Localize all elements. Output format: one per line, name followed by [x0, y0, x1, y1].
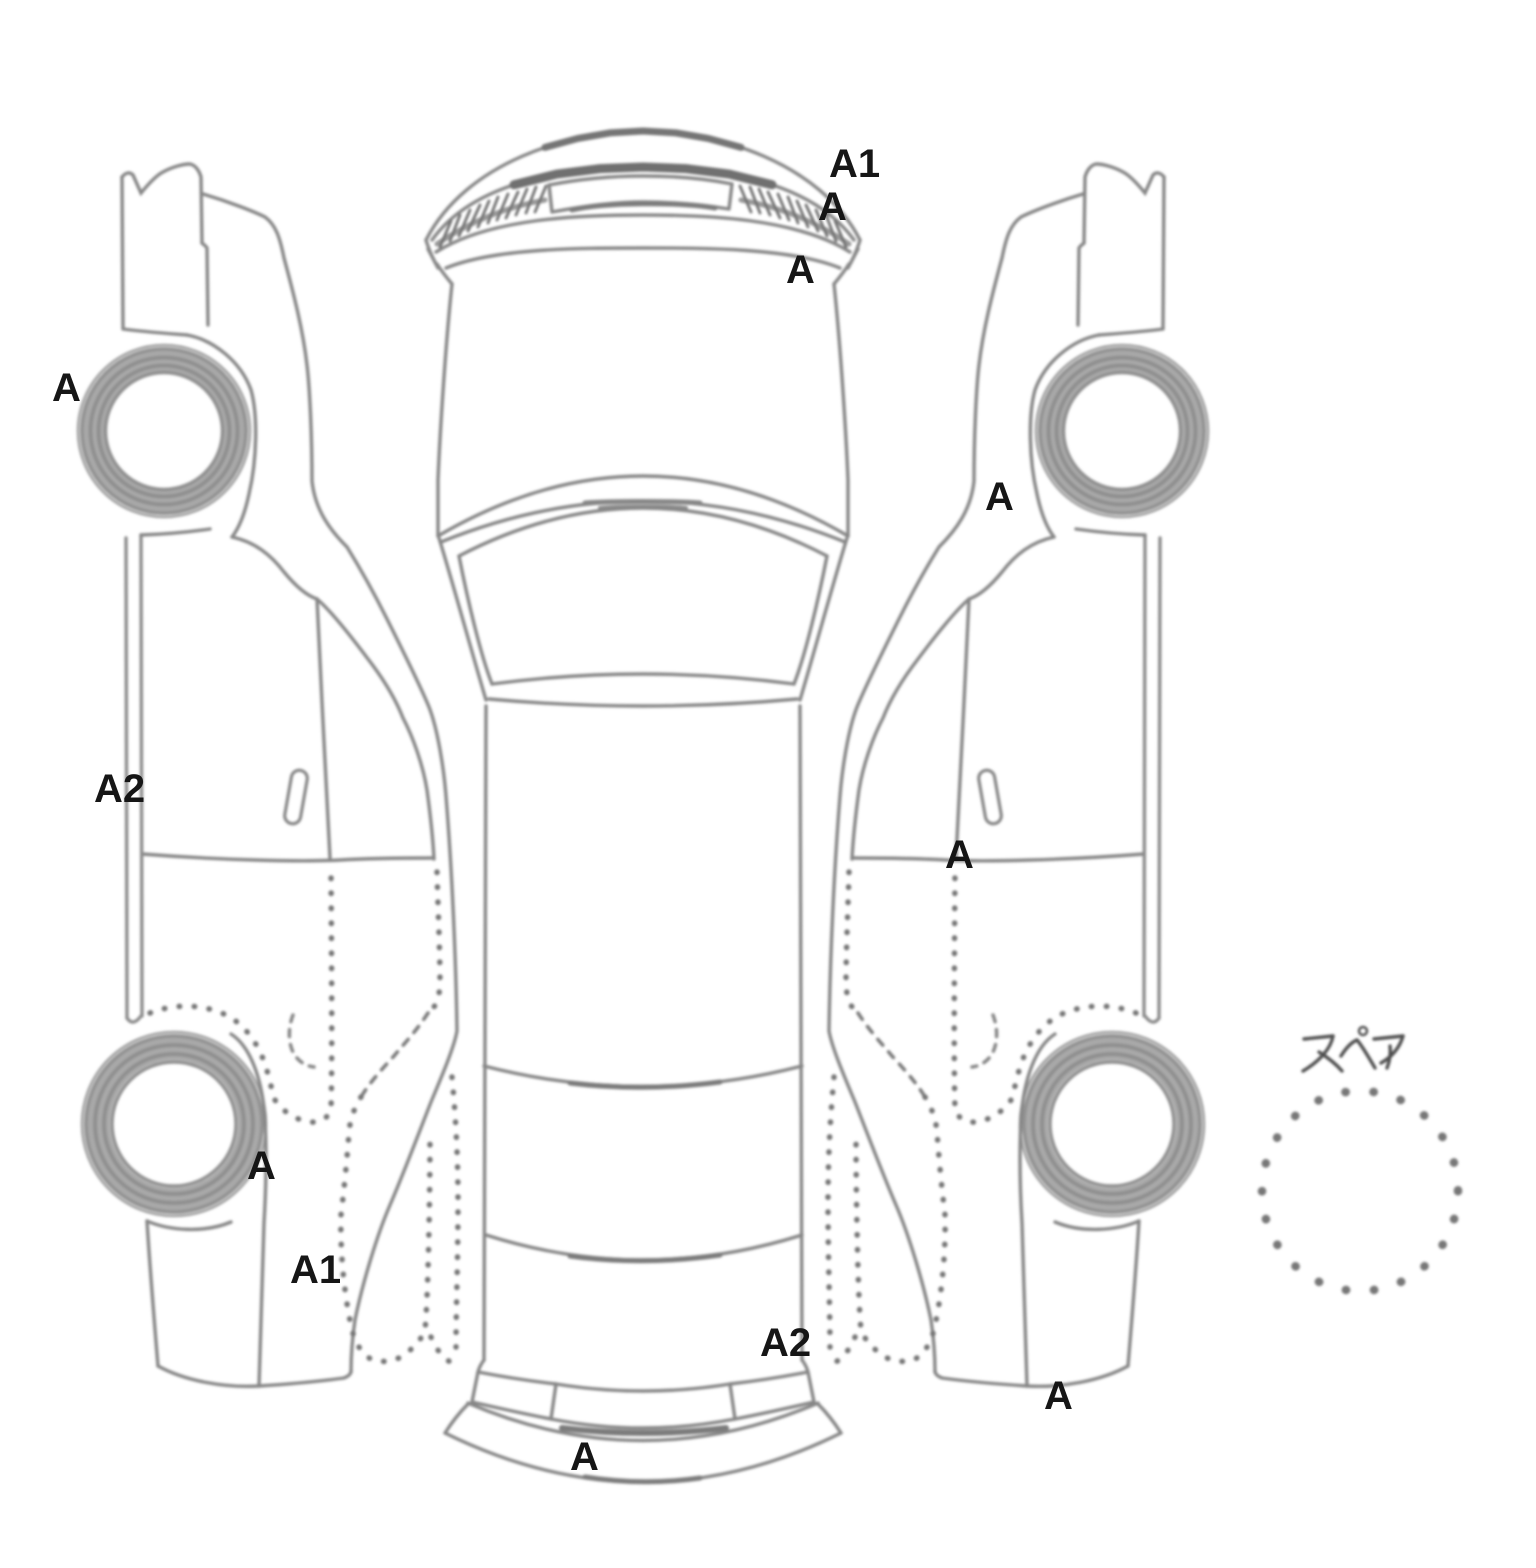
svg-text:A: A [786, 248, 815, 292]
svg-text:A: A [985, 475, 1014, 519]
svg-text:A: A [570, 1435, 599, 1479]
svg-text:A2: A2 [760, 1321, 811, 1365]
svg-text:A: A [818, 185, 847, 229]
svg-text:A: A [945, 833, 974, 877]
svg-text:A: A [1044, 1374, 1073, 1418]
svg-text:A: A [247, 1144, 276, 1188]
svg-text:A1: A1 [829, 142, 880, 186]
svg-text:A: A [52, 366, 81, 410]
svg-text:A2: A2 [94, 767, 145, 811]
svg-text:A1: A1 [290, 1248, 341, 1292]
